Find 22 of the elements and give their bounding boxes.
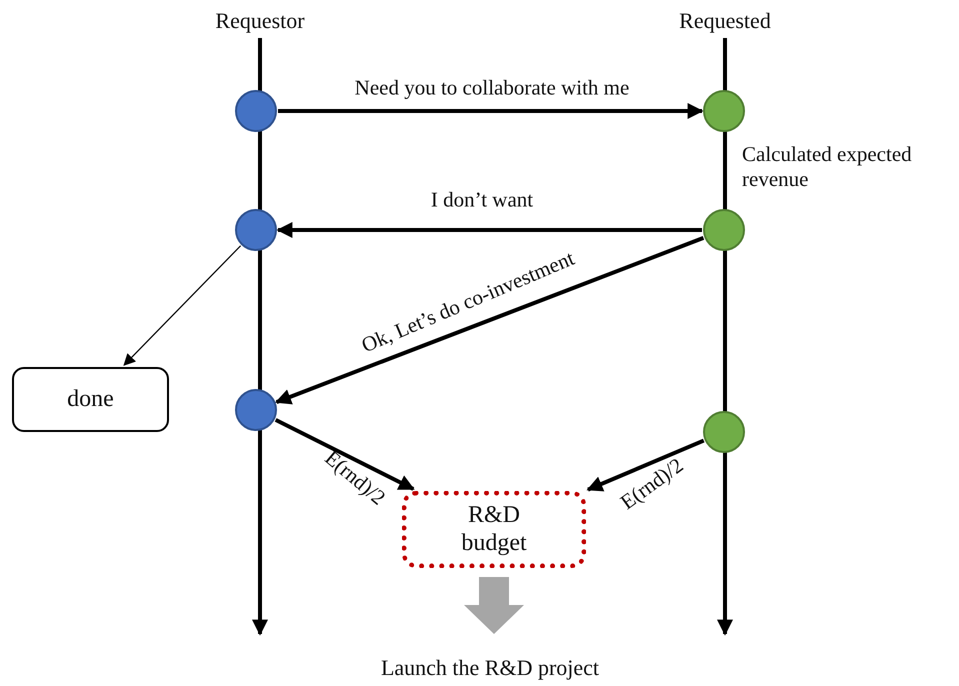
annotation-text: Calculated expected revenue xyxy=(742,142,913,192)
arrow xyxy=(275,236,704,404)
event-circle xyxy=(703,209,745,251)
event-circle xyxy=(703,90,745,132)
event-circle xyxy=(235,90,277,132)
arrow xyxy=(123,245,242,366)
event-circle xyxy=(235,209,277,251)
block-arrow xyxy=(464,577,524,634)
arrow xyxy=(276,222,702,238)
node-text: done xyxy=(66,386,115,414)
edge-label: Need you to collaborate with me xyxy=(354,76,630,100)
arrow xyxy=(274,418,415,491)
edge-label: I don’t want xyxy=(430,188,534,212)
state-box xyxy=(12,367,169,432)
event-circle xyxy=(703,411,745,453)
node-text: R&D budget xyxy=(460,502,528,558)
arrow xyxy=(586,438,705,492)
event-circle xyxy=(235,389,277,431)
outcome-text: Launch the R&D project xyxy=(330,652,650,684)
arrow xyxy=(278,103,704,119)
lifeline-title: Requestor xyxy=(190,6,330,36)
lifeline-title: Requested xyxy=(655,6,795,36)
